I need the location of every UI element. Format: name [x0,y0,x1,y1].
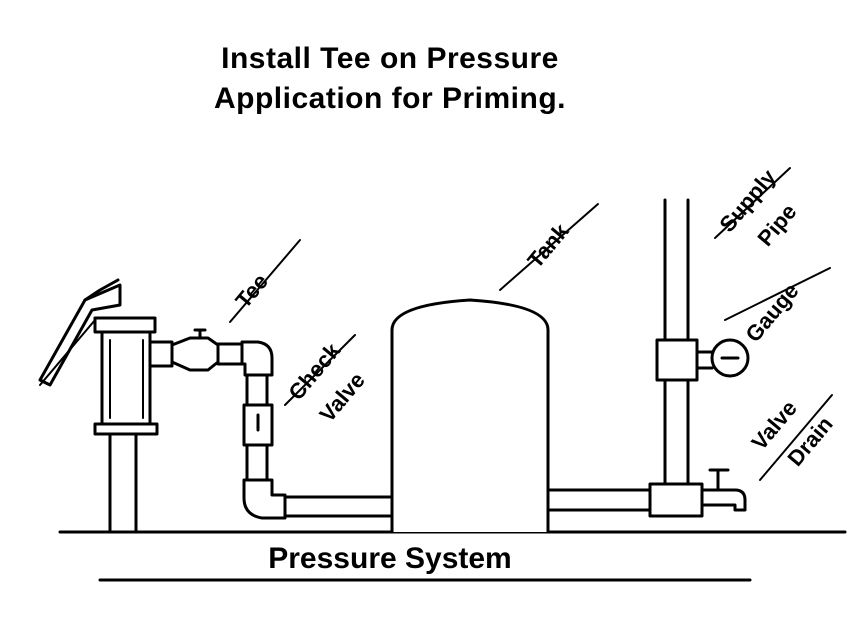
supply-pipe-leader [714,167,791,239]
tee-leader [229,239,301,323]
tank [390,298,550,534]
diagram-caption: Pressure System [268,542,512,575]
tee-fitting [170,328,244,372]
check-valve-leader [284,334,356,406]
gauge-tee [655,338,699,382]
elbow-top [240,340,274,377]
elbow-bottom [242,478,287,520]
vertical-pipe [245,373,269,407]
gauge-leader [724,267,831,321]
valve-drain-leader [759,394,833,481]
bottom-tee [648,482,704,518]
title-line-1: Install Tee on Pressure [221,42,559,75]
pump-handle-mark [39,319,96,386]
hand-pump [38,278,174,534]
title-line-2: Application for Priming. [213,82,566,115]
tank-leader [499,203,599,291]
drain-valve [700,468,747,512]
